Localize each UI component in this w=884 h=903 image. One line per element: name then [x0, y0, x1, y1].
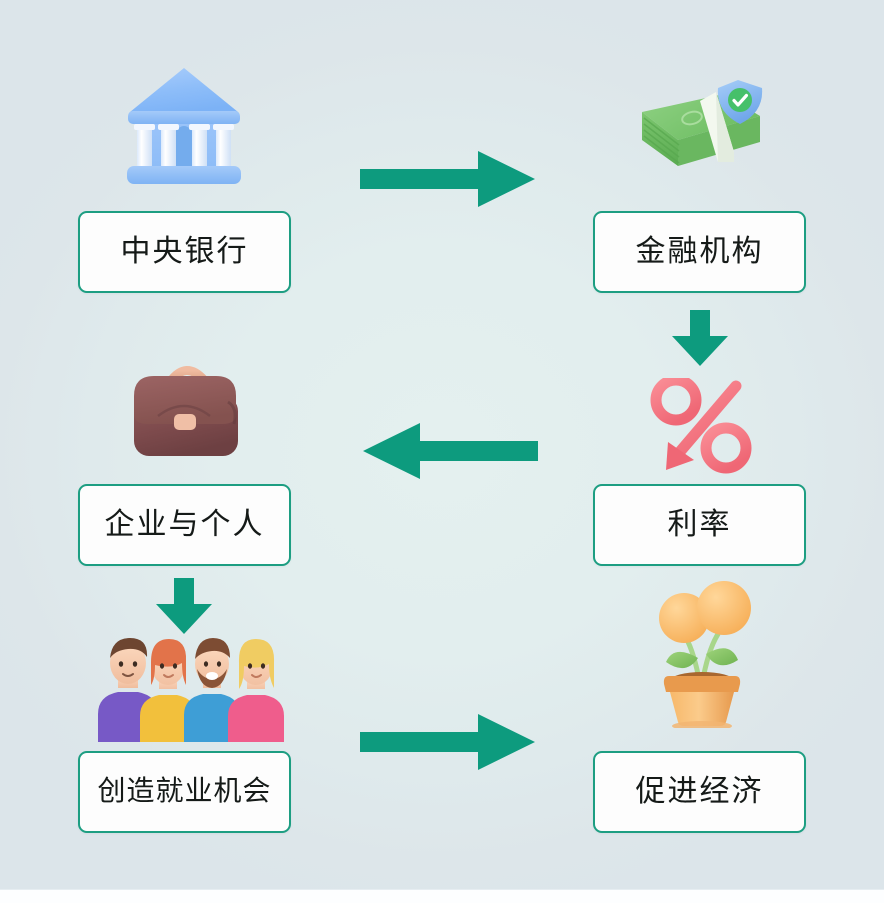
node-label-interest-rate: 利率 — [667, 508, 732, 541]
potted-plant-icon — [640, 580, 764, 728]
node-label-enterprises-individuals: 企业与个人 — [104, 508, 265, 541]
arrow-down-enterprises-individuals-to-create-jobs — [152, 576, 216, 636]
node-label-create-jobs: 创造就业机会 — [97, 776, 272, 807]
node-boost-economy[interactable]: 促进经济 — [593, 751, 806, 833]
group-of-people-icon — [92, 636, 288, 742]
node-enterprises-individuals[interactable]: 企业与个人 — [78, 484, 291, 566]
node-label-boost-economy: 促进经济 — [635, 775, 764, 808]
money-stack-shield-icon — [628, 70, 768, 192]
node-financial-institutions[interactable]: 金融机构 — [593, 211, 806, 293]
node-label-central-bank: 中央银行 — [120, 235, 249, 268]
node-create-jobs[interactable]: 创造就业机会 — [78, 751, 291, 833]
page-bottom-edge — [0, 889, 884, 903]
percent-down-arrow-icon — [648, 378, 756, 476]
node-interest-rate[interactable]: 利率 — [593, 484, 806, 566]
node-label-financial-institutions: 金融机构 — [635, 235, 764, 268]
arrow-left-interest-rate-to-enterprises-individuals — [360, 420, 540, 482]
arrow-right-create-jobs-to-boost-economy — [358, 711, 538, 773]
node-central-bank[interactable]: 中央银行 — [78, 211, 291, 293]
arrow-down-financial-institutions-to-interest-rate — [668, 308, 732, 368]
briefcase-icon — [120, 352, 250, 468]
arrow-right-central-bank-to-financial-institutions — [358, 148, 538, 210]
bank-building-icon — [118, 62, 250, 194]
